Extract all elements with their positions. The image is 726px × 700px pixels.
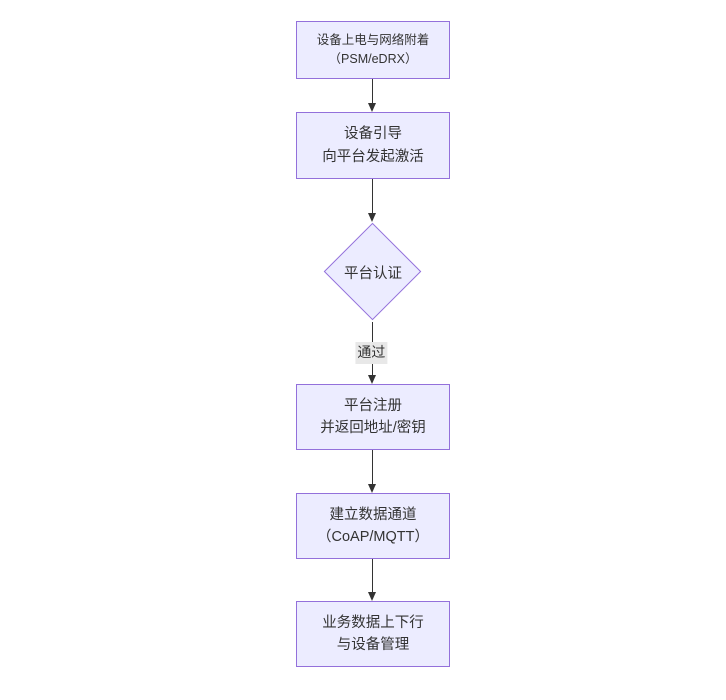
edge-connector: [372, 179, 373, 213]
arrowhead-down-icon: [368, 213, 376, 222]
node-text-line: （CoAP/MQTT）: [317, 529, 429, 545]
arrowhead-down-icon: [368, 103, 376, 112]
node-data-channel: 建立数据通道 （CoAP/MQTT）: [296, 493, 450, 559]
node-text-line: 与设备管理: [336, 637, 410, 653]
node-text-line: 平台认证: [344, 265, 402, 282]
node-platform-register: 平台注册 并返回地址/密钥: [296, 384, 450, 450]
arrowhead-down-icon: [368, 375, 376, 384]
node-power-network-attach: 设备上电与网络附着 （PSM/eDRX）: [296, 21, 450, 79]
arrowhead-down-icon: [368, 484, 376, 493]
node-text-line: （PSM/eDRX）: [328, 52, 418, 66]
edge-connector: [372, 559, 373, 592]
edge-connector: [372, 450, 373, 484]
arrowhead-down-icon: [368, 592, 376, 601]
node-text-line: 业务数据上下行: [322, 614, 424, 631]
node-business-data: 业务数据上下行 与设备管理: [296, 601, 450, 667]
edge-connector: [372, 79, 373, 103]
node-text-line: 向平台发起激活: [322, 148, 424, 165]
decision-platform-auth: 平台认证: [323, 222, 423, 322]
node-text-line: 设备上电与网络附着: [316, 32, 430, 47]
node-device-bootstrap: 设备引导 向平台发起激活: [296, 112, 450, 179]
node-text-line: 设备引导: [344, 126, 402, 143]
node-text-line: 平台注册: [344, 397, 402, 414]
node-text-line: 建立数据通道: [329, 506, 417, 523]
node-text-line: 并返回地址/密钥: [320, 420, 426, 436]
edge-label-pass: 通过: [355, 342, 388, 364]
